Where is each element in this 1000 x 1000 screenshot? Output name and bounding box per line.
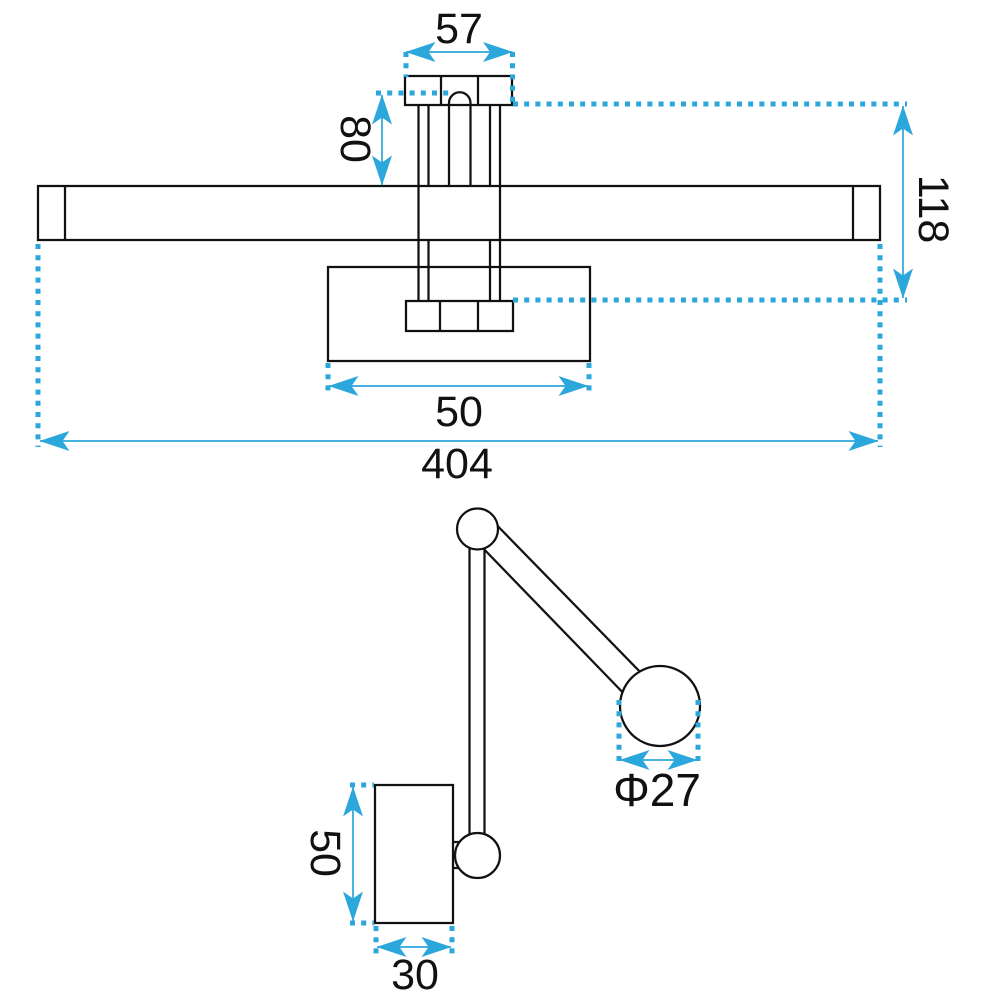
mounting-block <box>404 299 515 333</box>
dimension-label: 80 <box>331 115 379 163</box>
dimension-label: 57 <box>435 5 483 53</box>
support-arch <box>447 91 472 186</box>
dimension-label: 118 <box>909 175 957 244</box>
dim-tube-diameter: Φ27 <box>613 700 701 816</box>
side-view <box>373 507 702 925</box>
lamp-tube-cross-section <box>618 664 702 748</box>
dim-canopy-to-tube: 80 <box>331 90 450 186</box>
mounting-backplate <box>326 265 592 363</box>
wall-mount-box <box>373 783 455 925</box>
dim-canopy-width: 57 <box>403 5 515 105</box>
lamp-tube <box>36 184 882 242</box>
bottom-pivot-joint <box>453 831 502 880</box>
dimension-label: 30 <box>391 951 439 999</box>
dimension-label: 50 <box>301 829 349 877</box>
dim-overall-width: 404 <box>35 244 883 488</box>
dim-overall-depth: 118 <box>513 101 957 303</box>
top-pivot-joint <box>455 507 500 551</box>
dim-backplate-width: 50 <box>325 363 592 436</box>
swivel-arm-lower-edge <box>477 542 633 703</box>
dimension-label: 50 <box>435 388 483 436</box>
front-view <box>36 74 882 363</box>
dim-wall-box-height: 50 <box>301 782 374 926</box>
swivel-arm-upper-edge <box>483 511 649 681</box>
dim-wall-box-width: 30 <box>373 926 455 999</box>
dimension-label: 404 <box>421 440 493 488</box>
dimension-label: Φ27 <box>613 764 701 816</box>
